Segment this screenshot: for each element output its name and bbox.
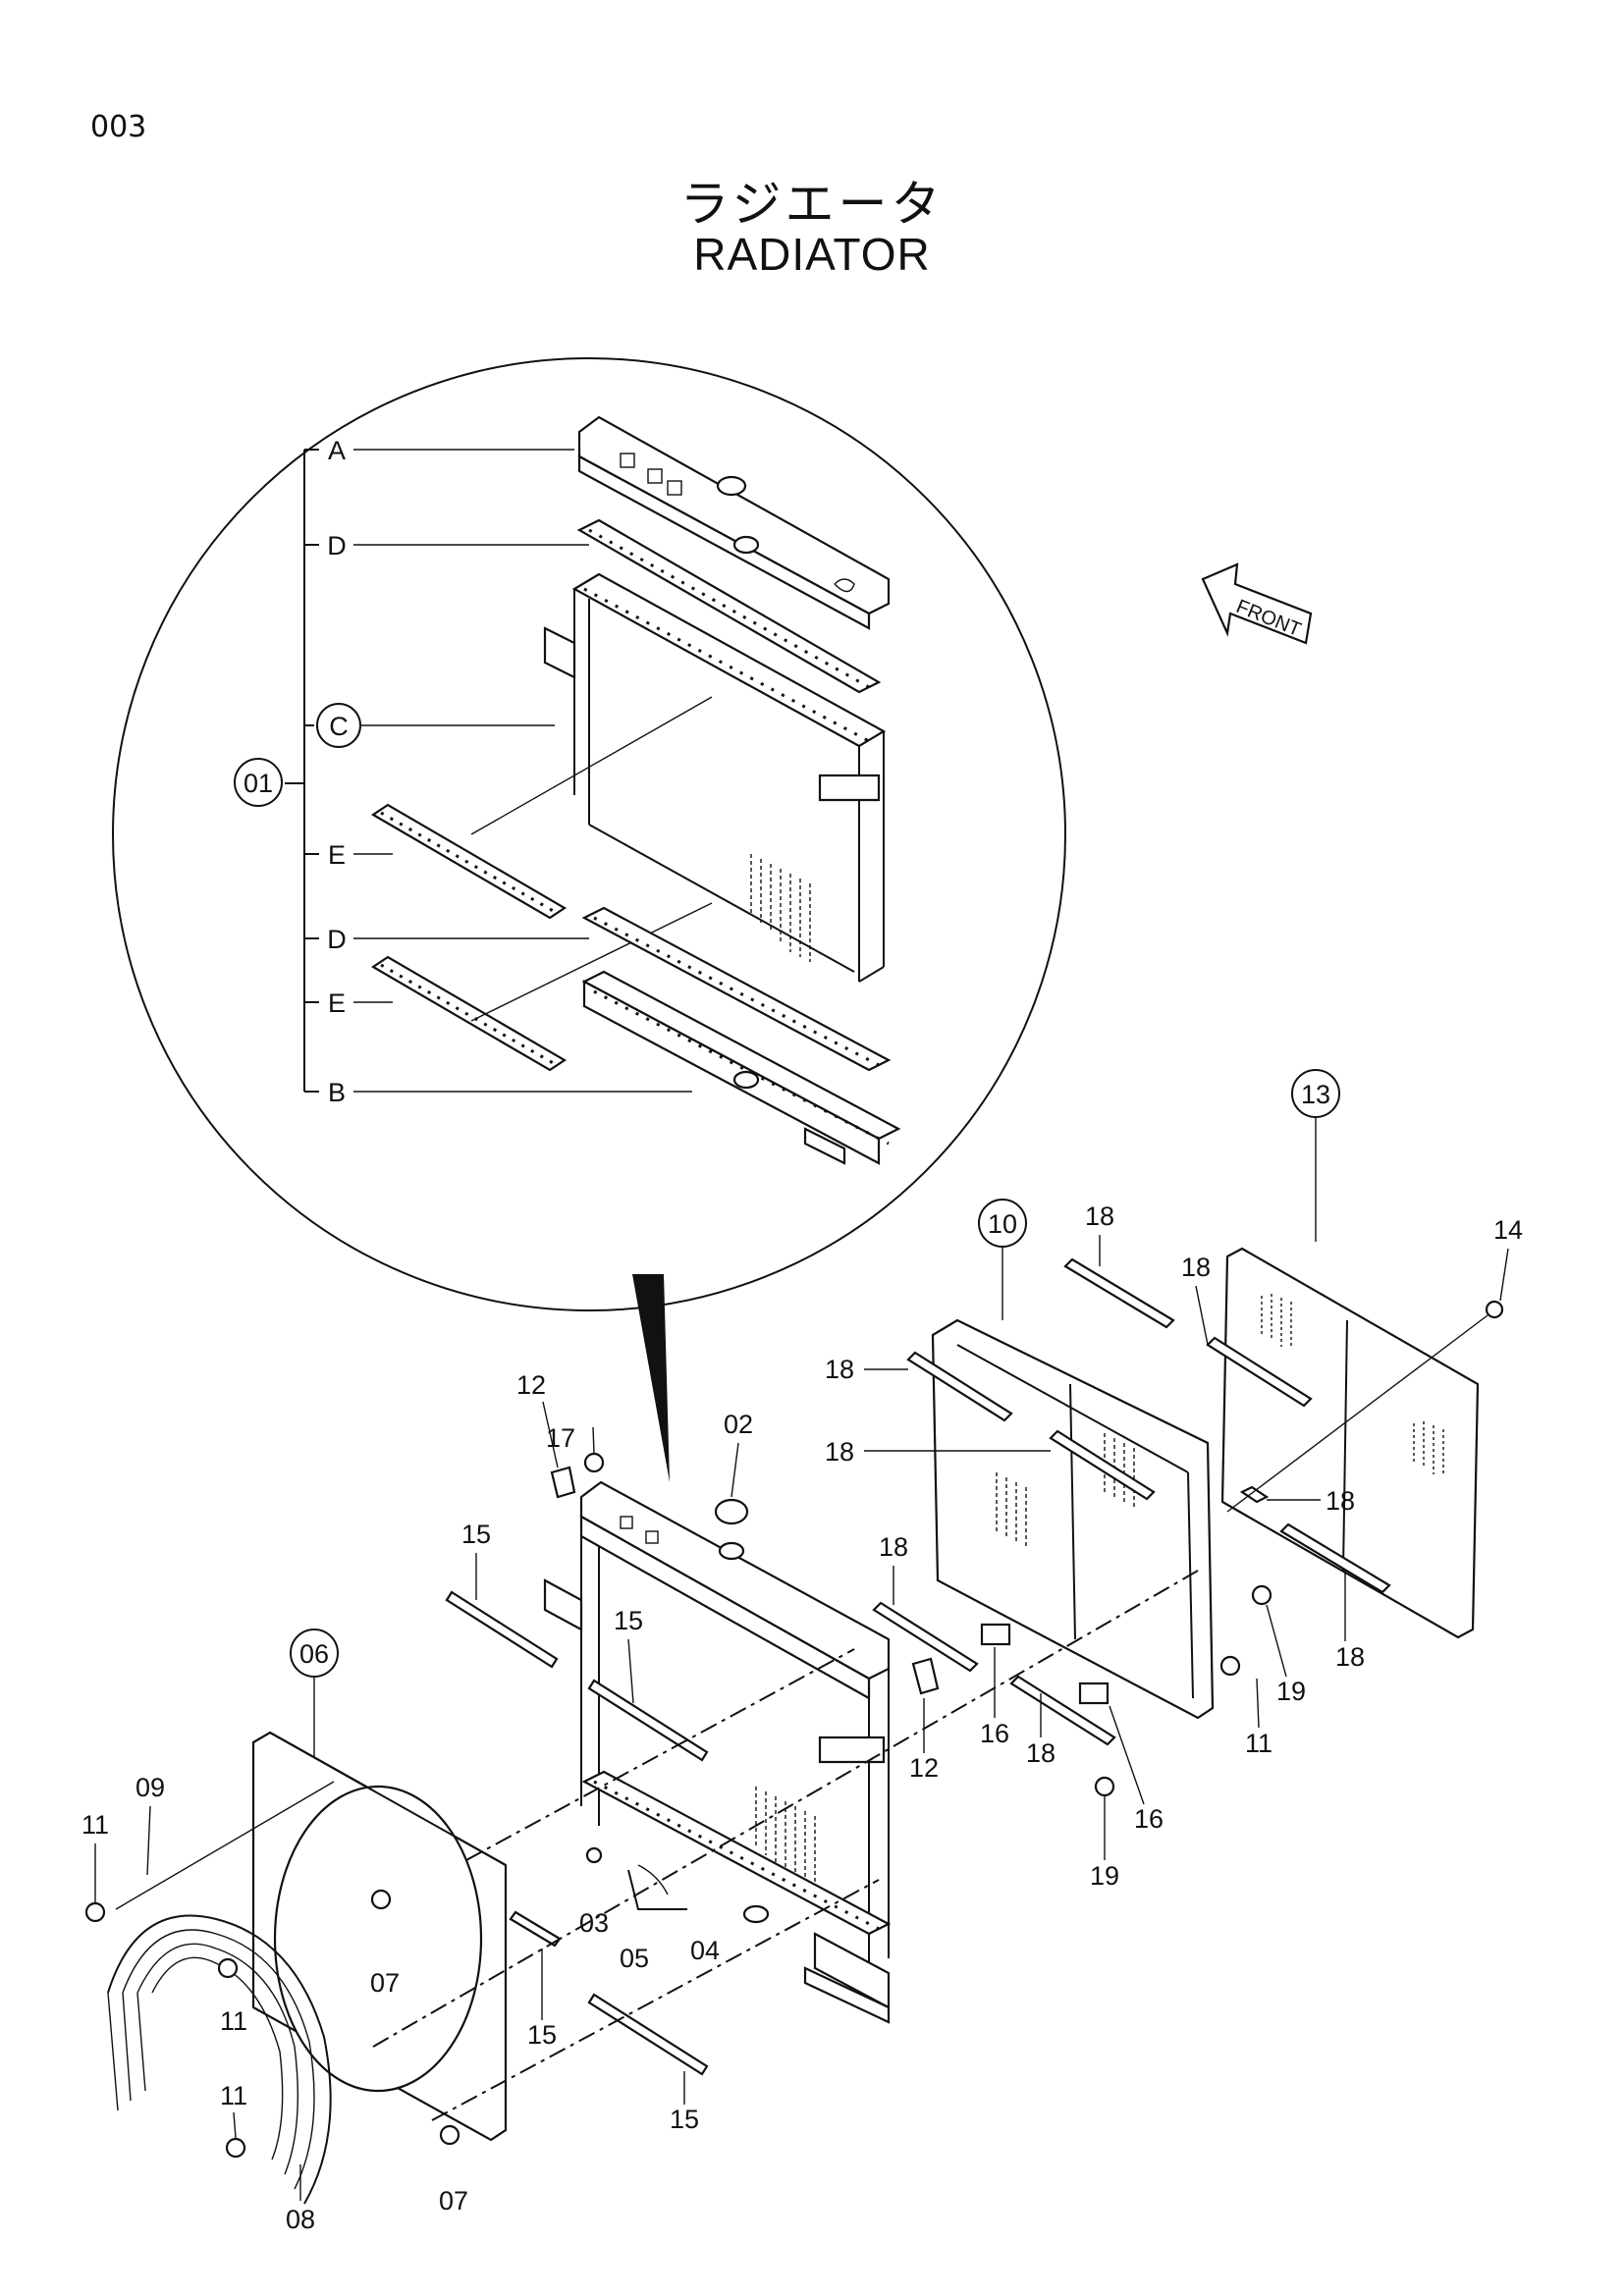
callout-08: 08 — [286, 2205, 315, 2234]
callout-15-upper-left: 15 — [461, 1520, 491, 1549]
callout-15-bottom: 15 — [670, 2105, 699, 2134]
side-strip-upper-part — [370, 803, 568, 920]
detail-pointer — [632, 1274, 670, 1482]
alignment-lines — [115, 1314, 1489, 2121]
svg-text:13: 13 — [1301, 1080, 1330, 1109]
svg-text:10: 10 — [988, 1209, 1017, 1239]
callout-18-center: 18 — [879, 1532, 908, 1562]
callout-18-upper-right: 18 — [1181, 1253, 1211, 1282]
callout-15-shroud: 15 — [527, 2020, 557, 2050]
callout-10: 10 — [978, 1199, 1027, 1320]
upper-gasket-part — [576, 518, 882, 694]
fan-shroud — [251, 1731, 508, 2142]
detail-letter-b: B — [328, 1078, 346, 1107]
page-number: 003 — [90, 110, 147, 144]
fan-guard — [107, 1914, 332, 2205]
callout-18-right-low: 18 — [1335, 1642, 1365, 1672]
screen-panel — [1220, 1247, 1480, 1639]
detail-letter-d-top: D — [327, 531, 347, 561]
title-english: RADIATOR — [693, 229, 931, 280]
detail-bracket — [285, 449, 692, 1093]
callout-12-upper: 12 — [516, 1370, 546, 1400]
callout-15-center: 15 — [614, 1606, 643, 1635]
callout-18-left-2: 18 — [825, 1437, 854, 1467]
callout-18-right-mid: 18 — [1326, 1486, 1355, 1516]
svg-text:C: C — [329, 712, 349, 741]
front-direction-arrow: FRONT — [1201, 562, 1313, 645]
lower-tank-part — [581, 970, 901, 1165]
callout-11-left: 11 — [81, 1810, 109, 1840]
lower-gasket-part — [581, 906, 892, 1072]
svg-text:01: 01 — [244, 769, 273, 798]
callout-18-top: 18 — [1085, 1201, 1114, 1231]
callout-05: 05 — [620, 1944, 649, 1973]
side-strip-lower-part — [370, 902, 713, 1072]
callout-07-upper: 07 — [370, 1968, 400, 1998]
detail-letter-d-bottom: D — [327, 925, 347, 954]
detail-letter-e-bottom: E — [328, 988, 346, 1018]
detail-letter-c: C — [316, 703, 361, 748]
callout-11-lower: 11 — [220, 2081, 247, 2110]
callout-14: 14 — [1493, 1215, 1523, 1245]
svg-text:06: 06 — [299, 1639, 329, 1669]
callout-11-middle: 11 — [220, 2006, 247, 2036]
callout-09: 09 — [135, 1773, 165, 1802]
strip-18-part — [872, 1257, 1391, 1746]
upper-tank-part — [577, 415, 891, 630]
callout-12-lower: 12 — [909, 1753, 939, 1783]
fasteners — [84, 1300, 1504, 2159]
callout-16-left: 16 — [980, 1719, 1009, 1748]
callout-19-bottom: 19 — [1090, 1861, 1119, 1891]
title-japanese: ラジエータ — [679, 176, 945, 233]
oil-cooler-frame — [931, 1318, 1215, 1720]
callout-06: 06 — [290, 1629, 339, 1757]
detail-letter-a: A — [328, 436, 346, 465]
callout-18-bottom: 18 — [1026, 1738, 1056, 1768]
callout-19-right: 19 — [1276, 1677, 1306, 1706]
callout-07-lower: 07 — [439, 2186, 468, 2216]
callout-17: 17 — [546, 1423, 575, 1453]
detail-callout-01: 01 — [234, 758, 283, 807]
callout-13: 13 — [1291, 1069, 1340, 1242]
callout-16-right: 16 — [1134, 1804, 1164, 1834]
radiator-core-part — [470, 572, 887, 983]
main-radiator-assembly — [543, 1480, 892, 2024]
detail-letter-e-top: E — [328, 840, 346, 870]
callout-11-right: 11 — [1245, 1729, 1272, 1758]
callout-18-left-1: 18 — [825, 1355, 854, 1384]
callout-04: 04 — [690, 1936, 720, 1965]
callout-02: 02 — [724, 1410, 753, 1439]
callout-03: 03 — [579, 1908, 609, 1938]
detail-view-circle — [112, 357, 1066, 1482]
strip-15-part — [445, 1590, 709, 2076]
